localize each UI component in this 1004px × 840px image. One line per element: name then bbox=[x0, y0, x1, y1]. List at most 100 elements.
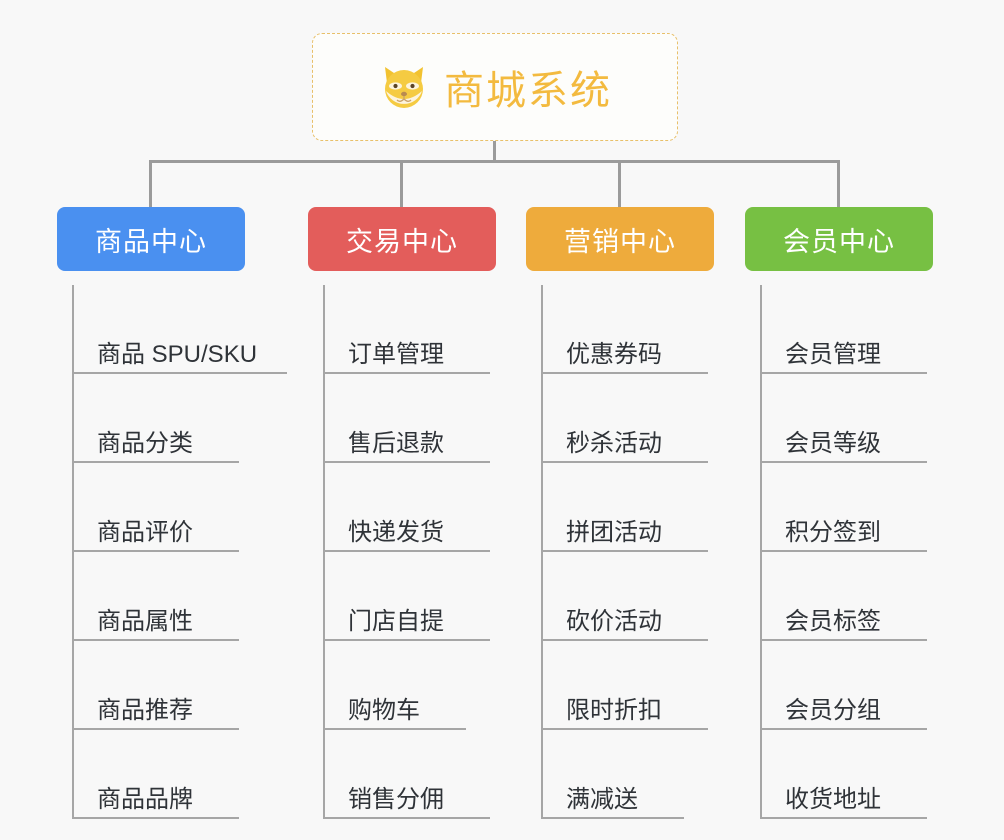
leaf-item-underline bbox=[542, 550, 708, 552]
leaf-item-underline bbox=[542, 639, 708, 641]
leaf-item[interactable]: 购物车 bbox=[324, 641, 496, 730]
leaf-item-label: 商品推荐 bbox=[97, 697, 193, 724]
leaf-item-label: 会员等级 bbox=[785, 430, 881, 457]
leaf-item-label: 购物车 bbox=[348, 697, 420, 724]
leaf-item[interactable]: 商品 SPU/SKU bbox=[73, 285, 287, 374]
leaf-item[interactable]: 商品评价 bbox=[73, 463, 245, 552]
leaf-item[interactable]: 商品属性 bbox=[73, 552, 245, 641]
category-header-1[interactable]: 商品中心 bbox=[57, 207, 245, 271]
leaf-item-label: 会员分组 bbox=[785, 697, 881, 724]
leaf-item-label: 售后退款 bbox=[348, 430, 444, 457]
leaf-item[interactable]: 收货地址 bbox=[761, 730, 933, 819]
leaf-item-label: 秒杀活动 bbox=[566, 430, 662, 457]
leaf-item-label: 订单管理 bbox=[348, 341, 444, 368]
leaf-item[interactable]: 销售分佣 bbox=[324, 730, 496, 819]
leaf-item-underline bbox=[73, 817, 239, 819]
leaf-list: 会员管理会员等级积分签到会员标签会员分组收货地址 bbox=[745, 285, 933, 819]
category-header-label: 交易中心 bbox=[346, 226, 458, 257]
category-column: 会员中心会员管理会员等级积分签到会员标签会员分组收货地址 bbox=[745, 207, 933, 819]
leaf-item-underline bbox=[761, 372, 927, 374]
leaf-item[interactable]: 商品品牌 bbox=[73, 730, 245, 819]
leaf-item-label: 积分签到 bbox=[785, 519, 881, 546]
leaf-item-label: 限时折扣 bbox=[566, 697, 662, 724]
leaf-item[interactable]: 拼团活动 bbox=[542, 463, 714, 552]
category-header-label: 营销中心 bbox=[564, 226, 676, 257]
leaf-item-underline bbox=[324, 461, 490, 463]
leaf-item-label: 商品评价 bbox=[97, 519, 193, 546]
leaf-item-underline bbox=[542, 728, 708, 730]
leaf-item-underline bbox=[324, 550, 490, 552]
shiba-dog-face-icon bbox=[378, 61, 430, 113]
category-column: 商品中心商品 SPU/SKU 商品分类商品评价商品属性商品推荐商品品牌 bbox=[57, 207, 287, 819]
connector-drop-3 bbox=[618, 160, 621, 207]
leaf-spine-line bbox=[323, 285, 325, 819]
leaf-item[interactable]: 会员标签 bbox=[761, 552, 933, 641]
leaf-item-label: 砍价活动 bbox=[566, 608, 662, 635]
leaf-list: 优惠券码秒杀活动拼团活动砍价活动限时折扣满减送 bbox=[526, 285, 714, 819]
connector-root-stem bbox=[493, 141, 496, 163]
leaf-item[interactable]: 商品推荐 bbox=[73, 641, 245, 730]
category-header-3[interactable]: 营销中心 bbox=[526, 207, 714, 271]
leaf-item[interactable]: 满减送 bbox=[542, 730, 714, 819]
leaf-item-underline bbox=[542, 817, 684, 819]
leaf-item-underline bbox=[761, 461, 927, 463]
leaf-item-underline bbox=[73, 372, 287, 374]
leaf-item-label: 满减送 bbox=[566, 786, 638, 813]
leaf-item[interactable]: 快递发货 bbox=[324, 463, 496, 552]
leaf-spine-line bbox=[541, 285, 543, 819]
leaf-list: 商品 SPU/SKU 商品分类商品评价商品属性商品推荐商品品牌 bbox=[57, 285, 287, 819]
connector-drop-1 bbox=[149, 160, 152, 207]
leaf-item[interactable]: 会员等级 bbox=[761, 374, 933, 463]
leaf-item[interactable]: 会员分组 bbox=[761, 641, 933, 730]
connector-drop-4 bbox=[837, 160, 840, 207]
category-header-label: 会员中心 bbox=[783, 226, 895, 257]
leaf-item-underline bbox=[324, 817, 490, 819]
category-column: 交易中心订单管理售后退款快递发货门店自提购物车销售分佣 bbox=[308, 207, 496, 819]
leaf-item-label: 商品属性 bbox=[97, 608, 193, 635]
leaf-item-underline bbox=[761, 550, 927, 552]
leaf-item-underline bbox=[73, 639, 239, 641]
leaf-item-label: 销售分佣 bbox=[348, 786, 444, 813]
leaf-item[interactable]: 商品分类 bbox=[73, 374, 245, 463]
leaf-item-underline bbox=[324, 639, 490, 641]
leaf-item[interactable]: 门店自提 bbox=[324, 552, 496, 641]
leaf-list: 订单管理售后退款快递发货门店自提购物车销售分佣 bbox=[308, 285, 496, 819]
leaf-item-underline bbox=[73, 550, 239, 552]
leaf-item-label: 会员管理 bbox=[785, 341, 881, 368]
leaf-item[interactable]: 订单管理 bbox=[324, 285, 496, 374]
leaf-item-underline bbox=[542, 372, 708, 374]
leaf-spine-line bbox=[760, 285, 762, 819]
leaf-item[interactable]: 售后退款 bbox=[324, 374, 496, 463]
leaf-item[interactable]: 秒杀活动 bbox=[542, 374, 714, 463]
category-header-label: 商品中心 bbox=[95, 226, 207, 257]
leaf-item-underline bbox=[324, 372, 490, 374]
leaf-item-underline bbox=[761, 639, 927, 641]
leaf-item-underline bbox=[761, 728, 927, 730]
category-column: 营销中心优惠券码秒杀活动拼团活动砍价活动限时折扣满减送 bbox=[526, 207, 714, 819]
leaf-item-underline bbox=[73, 728, 239, 730]
leaf-item-label: 门店自提 bbox=[348, 608, 444, 635]
leaf-item-label: 商品分类 bbox=[97, 430, 193, 457]
leaf-item-label: 优惠券码 bbox=[566, 341, 662, 368]
leaf-item[interactable]: 优惠券码 bbox=[542, 285, 714, 374]
leaf-item-label: 会员标签 bbox=[785, 608, 881, 635]
leaf-item-underline bbox=[324, 728, 466, 730]
connector-drop-2 bbox=[400, 160, 403, 207]
leaf-item[interactable]: 砍价活动 bbox=[542, 552, 714, 641]
root-title: 商城系统 bbox=[444, 69, 612, 113]
category-header-2[interactable]: 交易中心 bbox=[308, 207, 496, 271]
leaf-item[interactable]: 会员管理 bbox=[761, 285, 933, 374]
leaf-item[interactable]: 积分签到 bbox=[761, 463, 933, 552]
category-header-4[interactable]: 会员中心 bbox=[745, 207, 933, 271]
leaf-item[interactable]: 限时折扣 bbox=[542, 641, 714, 730]
root-node[interactable]: 商城系统 bbox=[312, 33, 678, 141]
connector-horizontal-bar bbox=[149, 160, 840, 163]
leaf-item-label: 拼团活动 bbox=[566, 519, 662, 546]
leaf-item-label: 收货地址 bbox=[785, 786, 881, 813]
leaf-item-label: 商品品牌 bbox=[97, 786, 193, 813]
leaf-item-label: 快递发货 bbox=[348, 519, 444, 546]
leaf-item-label: 商品 SPU/SKU bbox=[97, 341, 258, 368]
leaf-spine-line bbox=[72, 285, 74, 819]
leaf-item-underline bbox=[73, 461, 239, 463]
